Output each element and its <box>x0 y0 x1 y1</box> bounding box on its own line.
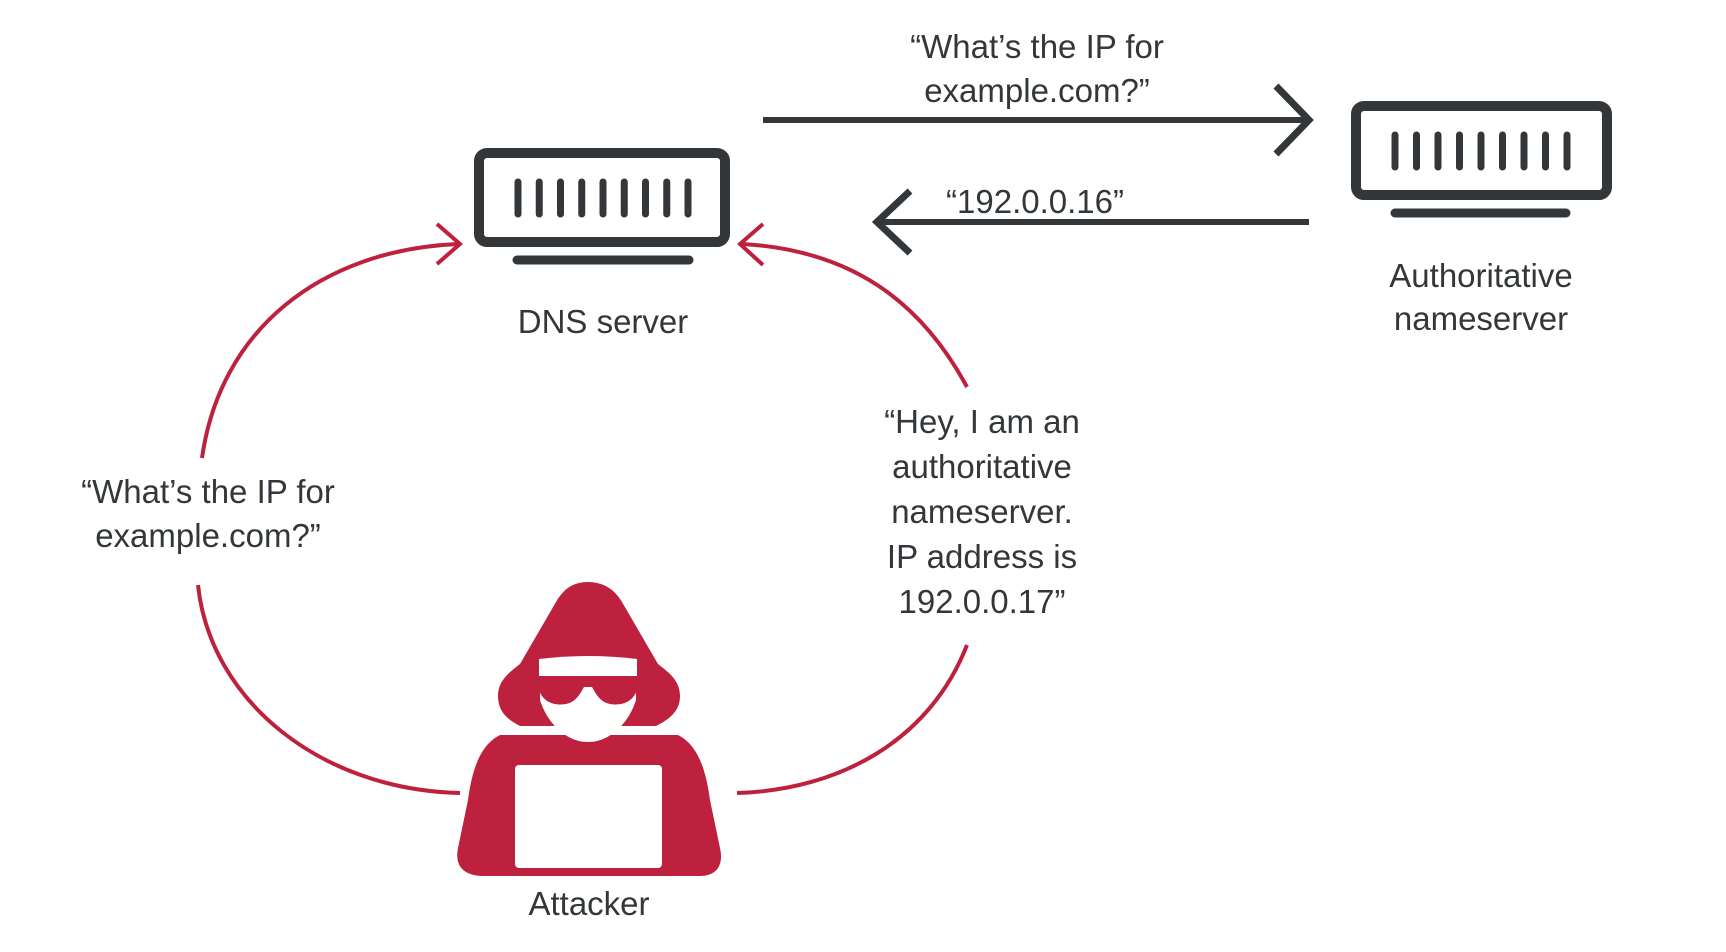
dns-server-icon <box>474 148 730 265</box>
hooded-hacker-icon <box>457 582 722 876</box>
authoritative-server-icon <box>1351 101 1612 218</box>
arrowhead-red-left-icon <box>736 222 765 267</box>
attacker-node: Attacker <box>457 582 722 922</box>
response-message: “192.0.0.16” <box>946 183 1124 220</box>
attacker-query-message-line-2: example.com?” <box>95 517 321 554</box>
arrowhead-left-icon <box>871 188 913 256</box>
authoritative-nameserver-node: Authoritative nameserver <box>1351 101 1612 337</box>
query-message-line-2: example.com?” <box>924 72 1150 109</box>
attacker-label: Attacker <box>528 885 649 922</box>
spoof-message-line-2: authoritative <box>892 448 1072 485</box>
attacker-spoof-loop: “Hey, I am an authoritative nameserver. … <box>736 222 1080 795</box>
arrowhead-right-icon <box>1273 83 1314 157</box>
authoritative-label-line-1: Authoritative <box>1389 257 1572 294</box>
arrowhead-red-right-icon <box>435 222 464 266</box>
query-message-line-1: “What’s the IP for <box>910 28 1164 65</box>
sunglasses-icon <box>539 676 637 705</box>
spoof-message-line-4: IP address is <box>887 538 1077 575</box>
dns-server-node: DNS server <box>474 148 730 340</box>
spoof-message-line-5: 192.0.0.17” <box>899 583 1066 620</box>
attacker-spoof-arc-upper <box>741 242 969 388</box>
attacker-query-arc-upper <box>200 242 459 459</box>
query-arrow-to-authoritative: “What’s the IP for example.com?” <box>763 28 1314 157</box>
attacker-spoof-arc-lower <box>736 644 969 795</box>
attacker-query-loop: “What’s the IP for example.com?” <box>81 222 464 795</box>
response-arrow-to-dns: “192.0.0.16” <box>871 183 1309 256</box>
attacker-query-arc-lower <box>196 584 461 795</box>
laptop-icon <box>515 765 662 868</box>
attacker-query-message-line-1: “What’s the IP for <box>81 473 335 510</box>
dns-server-label: DNS server <box>518 303 689 340</box>
authoritative-label-line-2: nameserver <box>1394 300 1568 337</box>
spoof-message-line-1: “Hey, I am an <box>884 403 1080 440</box>
spoof-message-line-3: nameserver. <box>891 493 1073 530</box>
